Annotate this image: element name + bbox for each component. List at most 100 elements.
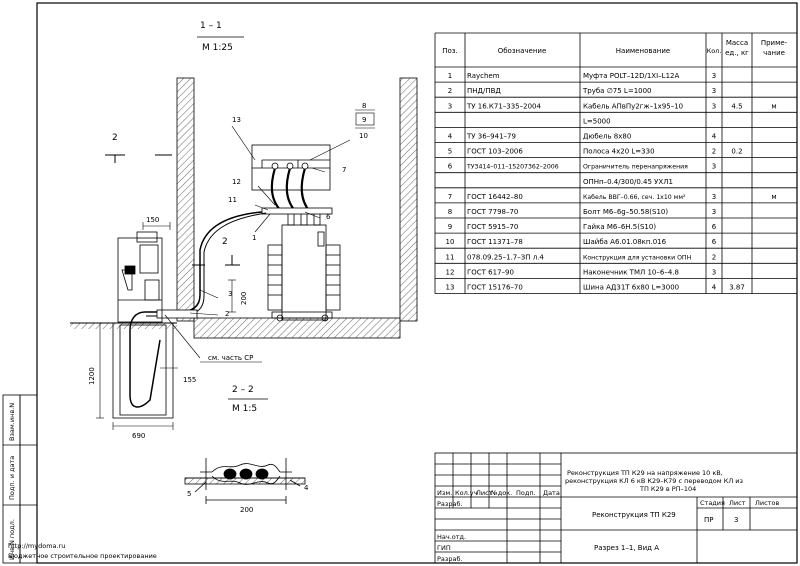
table-cell-name: Дюбель 8х80	[583, 133, 631, 141]
dim-1200: 1200	[88, 367, 96, 385]
watermark-url: http://mydoma.ru	[8, 542, 65, 550]
ground-cabinet	[117, 231, 163, 323]
sheet-header: Лист	[729, 499, 746, 507]
side-stamp	[2, 394, 38, 564]
table-cell-name: Болт М6–6g–50.58(S10)	[583, 208, 668, 216]
drawing-title: Разрез 1–1, Вид А	[594, 544, 659, 552]
leader-2: 2	[225, 310, 229, 318]
wall-right	[399, 77, 418, 322]
table-cell-name: Полоса 4х20 L=330	[583, 148, 655, 156]
table-cell-designation: ГОСТ 617–90	[467, 268, 514, 276]
table-cell-pos: 9	[448, 223, 452, 231]
table-cell-pos: 4	[448, 133, 453, 141]
leader-4: 4	[304, 484, 309, 492]
role-developer-2: Разраб.	[437, 555, 463, 563]
dim-150: 150	[146, 216, 159, 224]
table-cell-name: Наконечник ТМЛ 10–6–4.8	[583, 268, 679, 276]
table-cell-pos: 5	[448, 148, 452, 156]
table-cell-pos: 3	[448, 102, 452, 110]
table-cell-name: Конструкция для установки ОПН	[583, 254, 692, 261]
cut-mark-upper	[105, 154, 172, 163]
change-col-izm: Изм.	[437, 489, 452, 497]
ground-hatch	[70, 323, 177, 329]
table-cell-qty: 3	[712, 193, 716, 201]
cut-mark-2-lower: 2	[222, 237, 228, 247]
table-cell-designation: ГОСТ 7798–70	[467, 208, 518, 216]
table-cell-designation: ГОСТ 5915–70	[467, 223, 518, 231]
table-cell-pos: 6	[448, 163, 453, 171]
change-col-doc: №док.	[490, 489, 512, 497]
table-cell-name: Шайба А6.01.08кп.016	[583, 238, 667, 246]
project-line-2: реконструкция КЛ 6 кВ К29–К79 с переводо…	[565, 477, 744, 485]
table-cell-name: ОПНп–0.4/300/0.45 УХЛ1	[583, 178, 673, 186]
table-cell-qty: 2	[712, 253, 716, 261]
table-cell-designation: ГОСТ 15176–70	[467, 284, 523, 292]
role-head: Нач.отд.	[437, 533, 466, 541]
table-cell-designation: Raychem	[467, 72, 500, 80]
leader-11: 11	[228, 196, 237, 204]
table-cell-name: L=5000	[583, 117, 611, 125]
section-2-scale: М 1:5	[232, 404, 257, 414]
table-cell-qty: 6	[712, 238, 717, 246]
table-cell-designation: ГОСТ 16442–80	[467, 193, 523, 201]
table-cell-name: Кабель АПвПу2гж–1х95–10	[583, 102, 683, 110]
cable-incoming-outline	[146, 212, 267, 317]
table-cell-mass: 0.2	[731, 148, 742, 156]
table-header-qty: Кол.	[707, 47, 722, 55]
table-cell-pos: 12	[446, 268, 455, 276]
pipe	[156, 309, 198, 319]
watermark-caption: Бюджетное строительное проектирование	[8, 552, 157, 560]
table-header-pos: Поз.	[442, 47, 458, 55]
table-cell-mass: 3.87	[729, 284, 745, 292]
table-cell-designation: ГОСТ 11371–78	[467, 238, 523, 246]
table-cell-designation: ТУ 36–941–79	[466, 133, 516, 141]
sheet-title: Реконструкция ТП К29	[592, 511, 676, 519]
cp-note: см. часть СР	[208, 354, 253, 362]
dim-200-section2: 200	[240, 506, 253, 514]
section-1-scale: М 1:25	[202, 43, 233, 53]
change-col-kol: Кол.уч	[455, 489, 478, 497]
leader-7: 7	[342, 166, 346, 174]
sheets-header: Листов	[755, 499, 779, 507]
stamp-replace-inv: Взам.инв.N	[8, 403, 16, 441]
stage-header: Стадия	[700, 499, 725, 507]
section-2-detail	[184, 458, 306, 504]
cable-in-trench	[129, 330, 161, 408]
sheet-value: 3	[734, 516, 738, 524]
table-cell-qty: 3	[712, 163, 716, 171]
table-cell-pos: 13	[446, 284, 455, 292]
dim-155: 155	[183, 376, 196, 384]
table-cell-qty: 2	[712, 148, 716, 156]
cable-lugs	[271, 162, 309, 170]
table-cell-pos: 11	[446, 253, 455, 261]
table-cell-designation: ТУ3414–011–15207362–2006	[466, 164, 559, 171]
leader-3: 3	[228, 290, 232, 298]
table-cell-pos: 10	[446, 238, 455, 246]
leader-lines	[164, 125, 351, 359]
callout-8-9-10	[355, 109, 375, 129]
leader-6: 6	[326, 213, 331, 221]
transformer	[267, 212, 341, 322]
change-col-sign: Подп.	[516, 489, 536, 497]
table-cell-name: Муфта POLT–12D/1XI–L12A	[583, 72, 679, 80]
table-cell-qty: 6	[712, 223, 717, 231]
table-cell-name: Ограничитель перенапряжения	[583, 164, 688, 171]
table-cell-name: Кабель ВВГ–0.66, сеч. 1х10 мм²	[583, 193, 686, 201]
table-cell-qty: 3	[712, 72, 716, 80]
table-cell-pos: 8	[448, 208, 452, 216]
table-cell-pos: 7	[448, 193, 452, 201]
table-cell-qty: 4	[712, 133, 717, 141]
table-header-note-2: чание	[763, 49, 785, 57]
stamp-inv-original: Инв.N подл.	[8, 519, 16, 560]
table-header-mass: Масса	[726, 39, 748, 47]
role-gip: ГИП	[437, 544, 451, 552]
table-cell-qty: 3	[712, 268, 716, 276]
table-header-mass-unit: ед., кг	[725, 49, 749, 57]
table-cell-name: Гайка М6–6Н.5(S10)	[583, 223, 656, 231]
table-cell-qty: 3	[712, 87, 716, 95]
table-cell-mass: 4.5	[731, 102, 742, 110]
cut-mark-2-upper: 2	[112, 133, 118, 143]
floor-slab	[193, 317, 401, 339]
dim-200: 200	[240, 292, 248, 305]
